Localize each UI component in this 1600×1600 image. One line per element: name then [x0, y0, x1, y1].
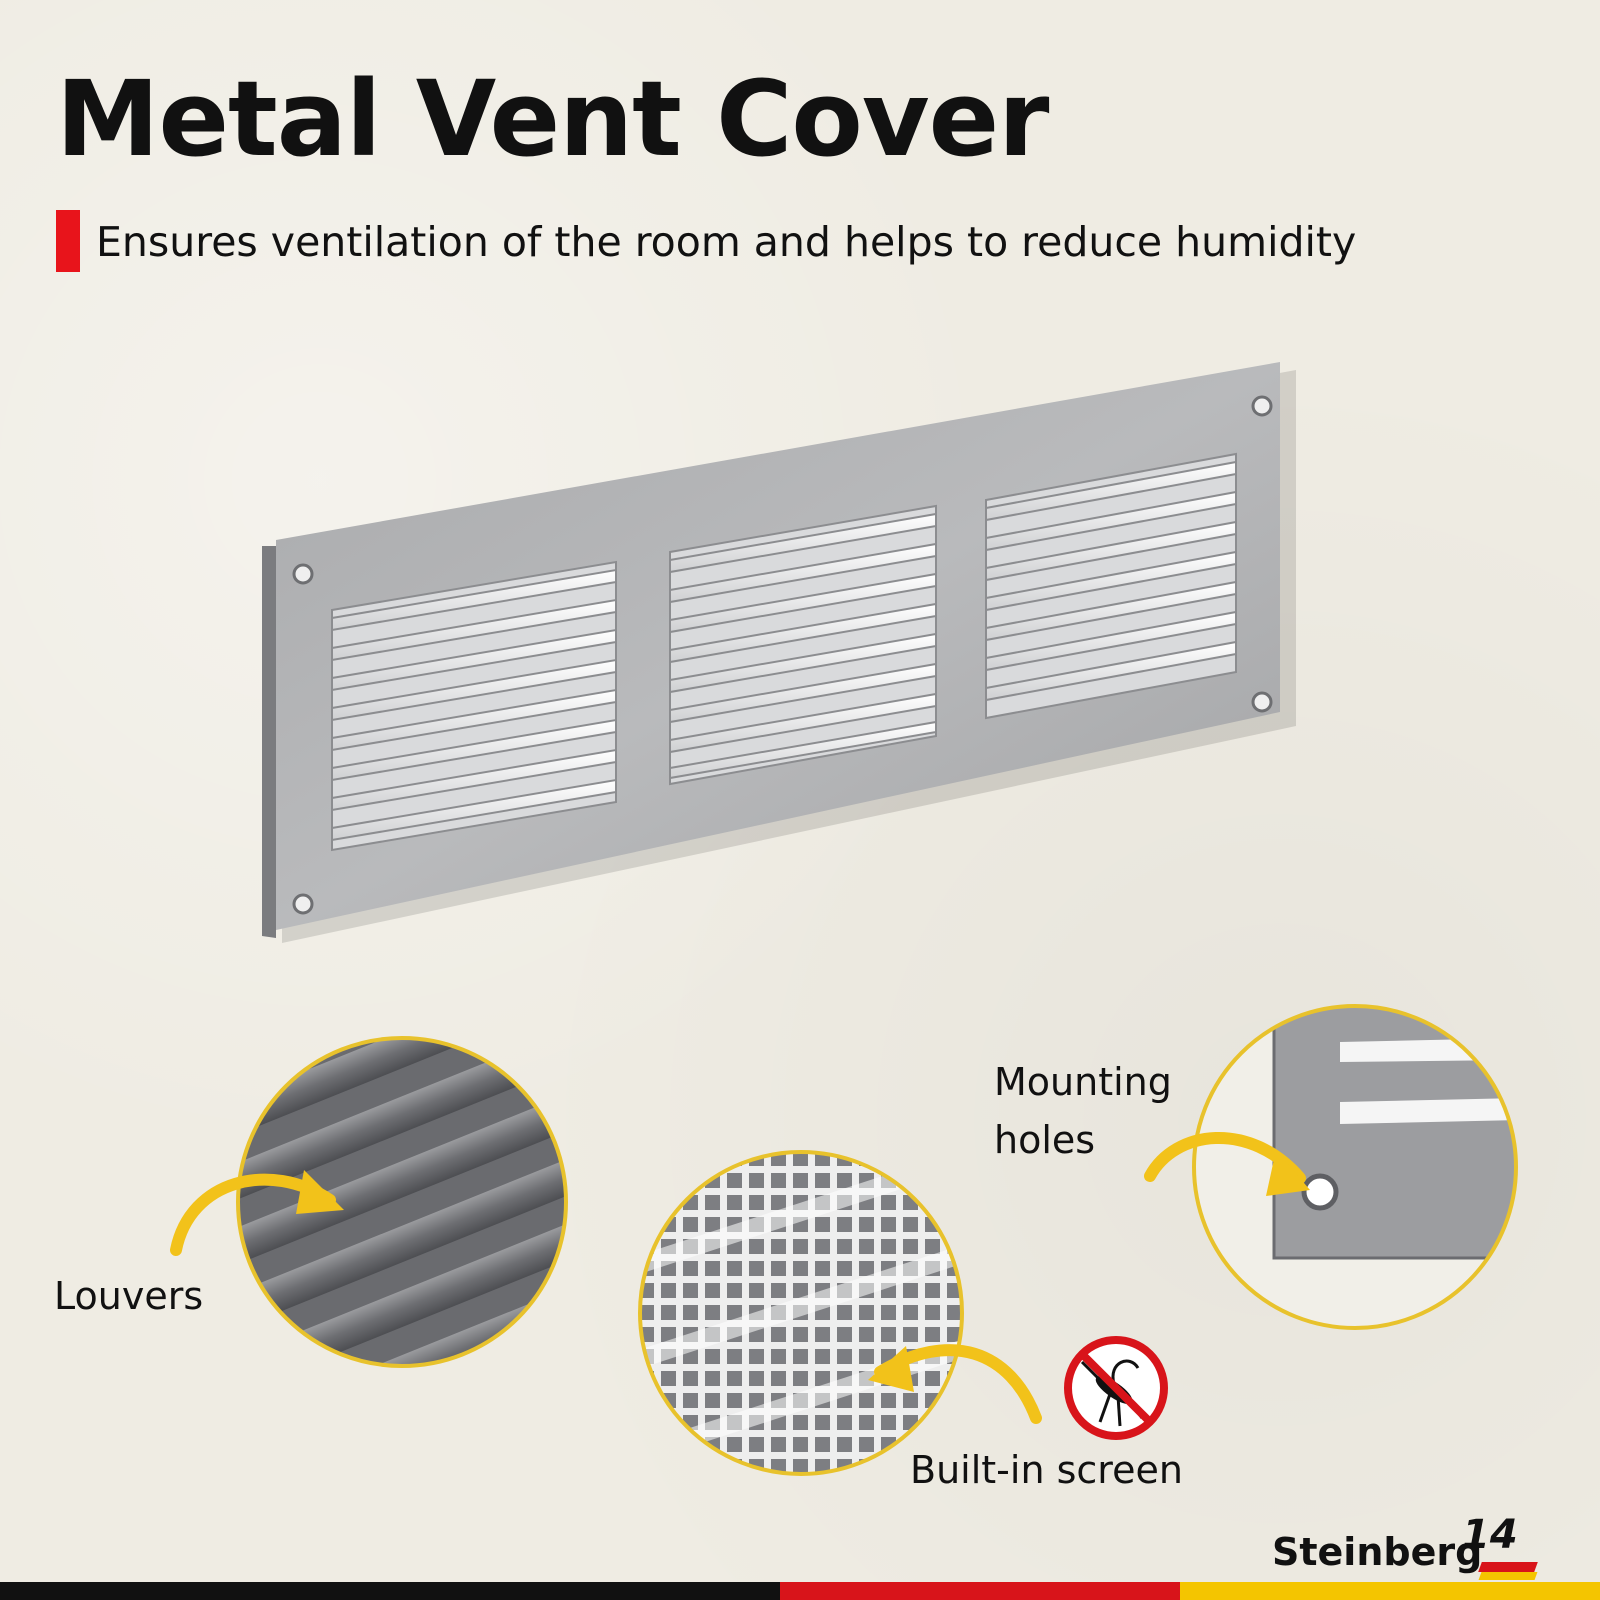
- louvers-zoom-circle: [236, 1036, 568, 1368]
- louvers-label: Louvers: [54, 1274, 204, 1318]
- accent-bar: [56, 210, 80, 272]
- footer-stripe-red: [780, 1582, 1180, 1600]
- no-mosquito-icon: [1064, 1336, 1168, 1440]
- page-title: Metal Vent Cover: [56, 58, 1049, 180]
- screen-zoom-circle: [638, 1150, 964, 1476]
- footer-stripe-black: [0, 1582, 780, 1600]
- built-in-screen-label: Built-in screen: [910, 1448, 1183, 1492]
- brand-logo: Steinberg: [1272, 1530, 1483, 1574]
- mounting-holes-label-line2: holes: [994, 1118, 1096, 1162]
- brand-flag: [1478, 1562, 1538, 1572]
- footer-stripe: [0, 1582, 1600, 1600]
- footer-stripe-gold: [1180, 1582, 1600, 1600]
- brand-flag-gold: [1478, 1572, 1538, 1580]
- brand-logo-number: 14: [1462, 1512, 1518, 1558]
- vent-cover-image: [262, 362, 1296, 943]
- page-subtitle: Ensures ventilation of the room and help…: [96, 218, 1357, 266]
- mounting-holes-zoom-circle: [1192, 1004, 1518, 1330]
- mounting-holes-label-line1: Mounting: [994, 1060, 1172, 1104]
